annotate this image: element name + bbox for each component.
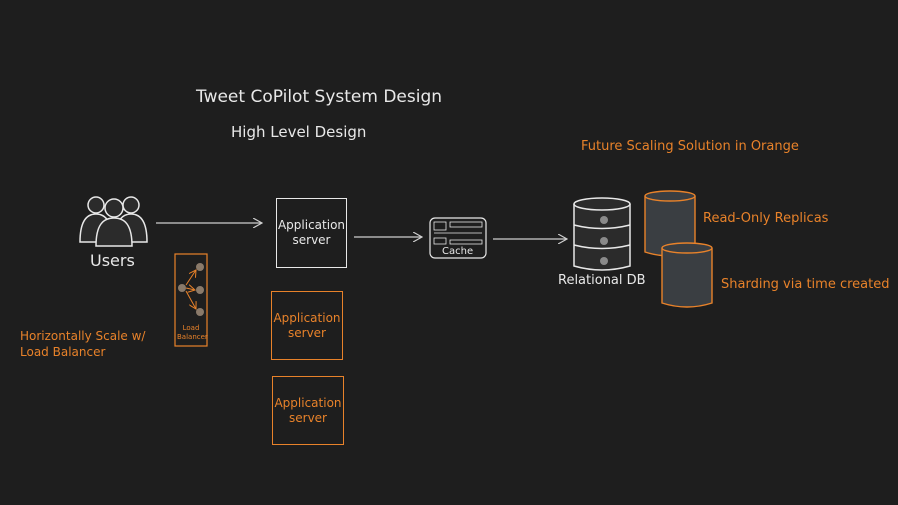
shard-db-icon (661, 242, 713, 308)
app-server-primary: Application server (276, 198, 347, 268)
replicas-label: Read-Only Replicas (703, 211, 829, 226)
load-balancer-icon (174, 253, 208, 347)
database-icon (573, 197, 631, 271)
app-server-scaled-2: Application server (272, 376, 344, 445)
diagram-subtitle: High Level Design (231, 123, 367, 141)
users-icon (79, 196, 148, 247)
load-balancer-label: Load Balancer (177, 324, 208, 341)
db-label: Relational DB (558, 273, 646, 288)
cache-icon (429, 217, 487, 259)
future-scaling-note: Future Scaling Solution in Orange (581, 139, 799, 154)
sharding-label: Sharding via time created (721, 277, 890, 292)
load-balancer-note: Horizontally Scale w/ Load Balancer (20, 329, 146, 359)
app-server-scaled-1: Application server (271, 291, 343, 360)
users-label: Users (90, 251, 135, 270)
diagram-title: Tweet CoPilot System Design (196, 87, 443, 107)
cache-label: Cache (442, 246, 474, 257)
